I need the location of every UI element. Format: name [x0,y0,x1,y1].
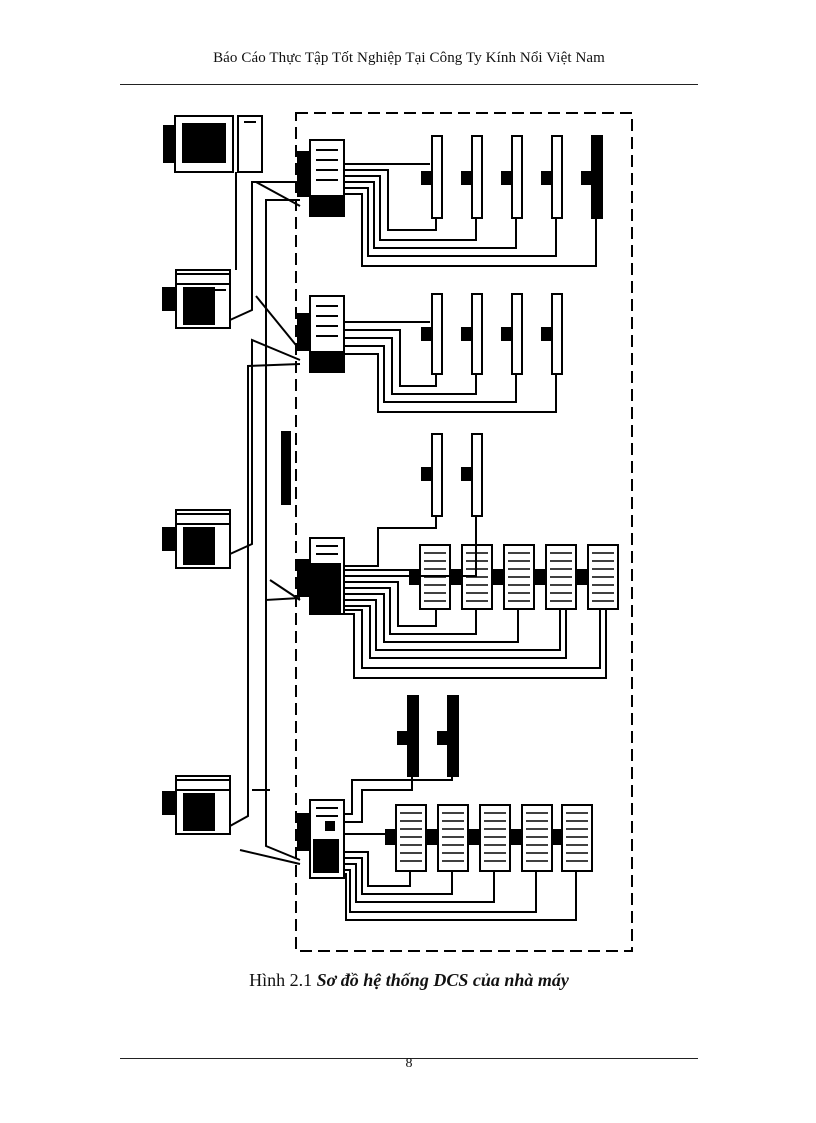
controller-1 [297,139,345,217]
operator-station-icon-3 [162,775,231,835]
footer-rule [120,1058,698,1059]
transmitters-row-4 [397,695,459,777]
header-rule [120,84,698,85]
figure-label: Hình 2.1 [249,970,313,990]
controller-3 [297,537,345,615]
wiring-row-3 [344,516,607,679]
engineering-workstation-icon [163,115,263,173]
controller-2 [297,295,345,373]
transmitters-row-2 [421,293,563,375]
bus-repeater [281,431,291,505]
figure-title: Sơ đồ hệ thống DCS của nhà máy [316,970,569,990]
transmitters-row-1 [421,135,603,219]
page-number: 8 [405,1056,413,1071]
transmitters-row-3 [421,433,483,517]
page-header: Báo Cáo Thực Tập Tốt Nghiệp Tại Công Ty … [213,50,605,66]
figure-caption: Hình 2.1 Sơ đồ hệ thống DCS của nhà máy [120,970,698,991]
io-racks-row-4 [385,804,593,872]
plant-boundary [295,112,633,952]
network-bus [229,172,301,865]
controller-4 [297,799,345,879]
wiring-row-1 [344,163,597,267]
wiring-row-4 [344,776,577,921]
operator-station-icon-2 [162,509,231,569]
operator-station-icon-1 [162,269,231,329]
wiring-row-2 [344,321,557,413]
